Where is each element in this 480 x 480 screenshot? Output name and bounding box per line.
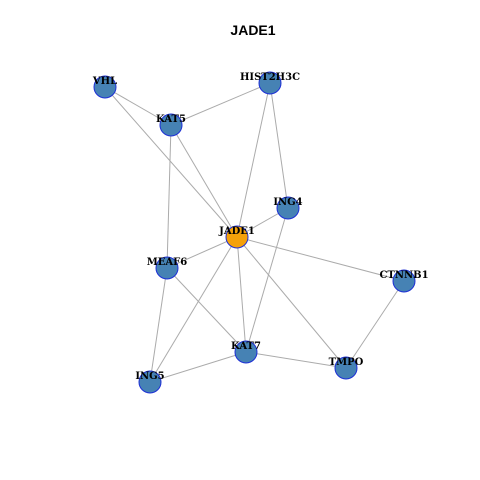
node-label-hist2h3c: HIST2H3C: [240, 72, 300, 83]
node-label-ctnnb1: CTNNB1: [379, 270, 428, 281]
node-kat7[interactable]: [234, 340, 258, 364]
edge-ctnnb1-tmpo: [345, 280, 405, 369]
node-label-meaf6: MEAF6: [147, 257, 188, 268]
node-label-vhl: VHL: [92, 76, 117, 87]
edge-jade1-ing5: [149, 236, 238, 383]
node-kat5[interactable]: [159, 113, 183, 137]
node-label-ing5: ING5: [135, 371, 164, 382]
edge-kat5-jade1: [170, 124, 238, 238]
edge-jade1-meaf6: [166, 236, 238, 269]
edge-vhl-jade1: [104, 86, 238, 238]
edge-kat7-tmpo: [245, 351, 347, 369]
node-label-jade1: JADE1: [218, 226, 255, 237]
node-vhl[interactable]: [93, 75, 117, 99]
node-label-tmpo: TMPO: [329, 357, 364, 368]
node-label-kat5: KAT5: [156, 114, 186, 125]
edge-hist2h3c-ing4: [269, 82, 289, 209]
edge-jade1-tmpo: [236, 236, 347, 369]
node-ing5[interactable]: [138, 370, 162, 394]
graph-title: JADE1: [230, 22, 275, 38]
edge-vhl-kat5: [104, 86, 172, 126]
edge-hist2h3c-jade1: [236, 82, 271, 238]
node-meaf6[interactable]: [155, 256, 179, 280]
edges-layer: [104, 82, 405, 383]
node-ctnnb1[interactable]: [392, 269, 416, 293]
node-hist2h3c[interactable]: [258, 71, 282, 95]
node-label-ing4: ING4: [273, 197, 302, 208]
edge-meaf6-ing5: [149, 267, 168, 383]
edge-kat5-hist2h3c: [170, 82, 271, 126]
edge-ing4-kat7: [245, 207, 289, 353]
edge-kat5-meaf6: [166, 124, 172, 269]
nodes-layer: [93, 71, 416, 394]
node-jade1[interactable]: [225, 225, 249, 249]
edge-meaf6-kat7: [166, 267, 247, 353]
node-ing4[interactable]: [276, 196, 300, 220]
edge-kat7-ing5: [149, 351, 247, 383]
edge-jade1-ctnnb1: [236, 236, 405, 282]
labels-layer: VHL HIST2H3C KAT5ING4JADE1MEAF6CTNNB1KAT7T…: [92, 72, 429, 382]
edge-jade1-kat7: [236, 236, 247, 353]
node-tmpo[interactable]: [334, 356, 358, 380]
node-label-kat7: KAT7: [231, 341, 261, 352]
